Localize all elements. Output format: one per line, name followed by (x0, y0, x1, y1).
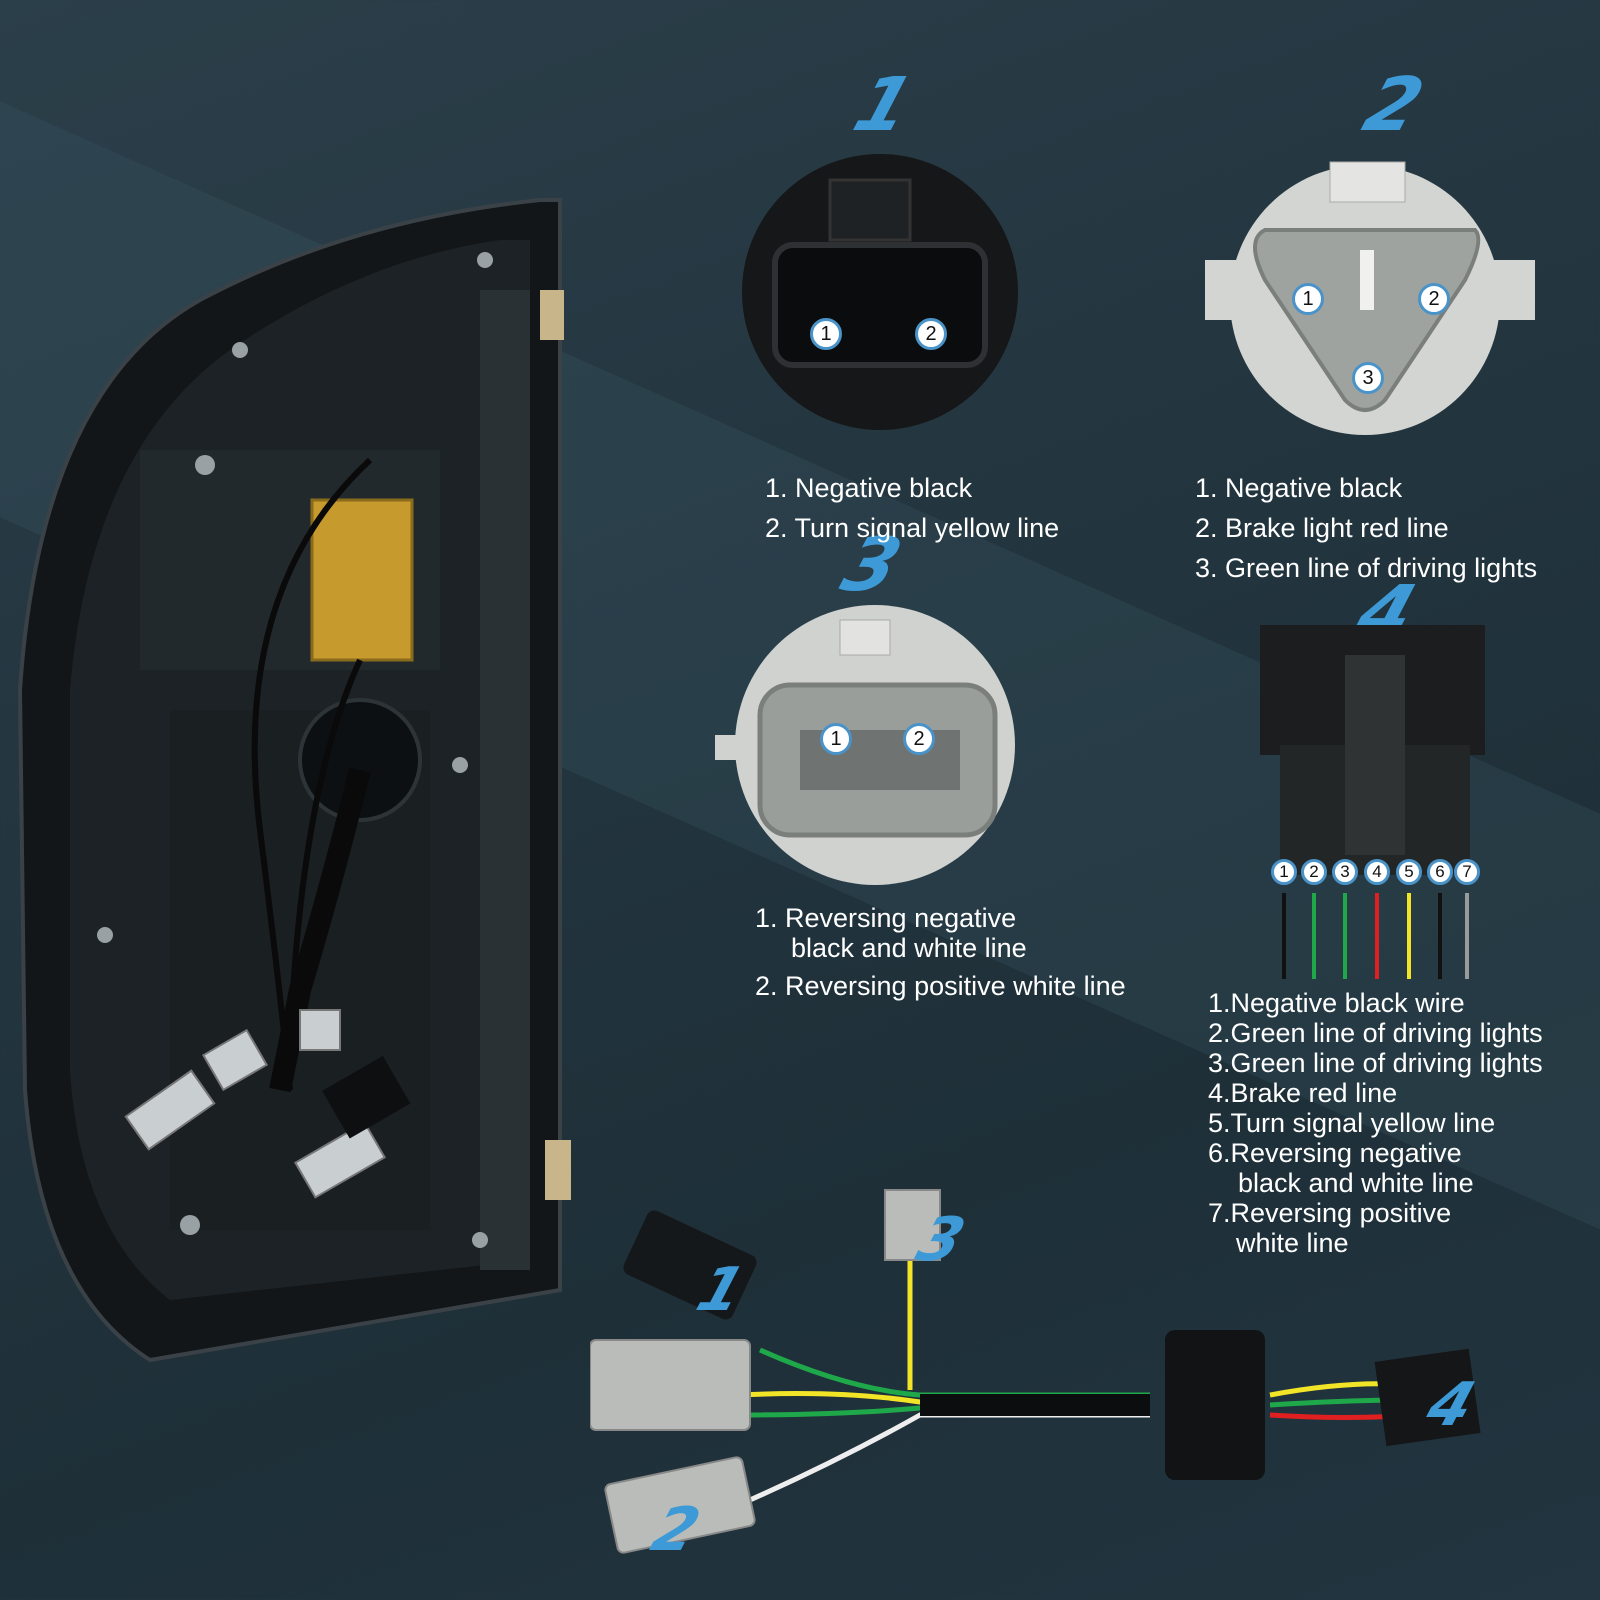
connector-2-pin-3: 3 (1352, 362, 1384, 394)
connector-4-pin-2: 2 (1301, 859, 1327, 885)
legend-item: 1. Reversing negative (755, 903, 1017, 933)
connector-3-legend: 1. Reversing negative black and white li… (755, 903, 1126, 1001)
connector-2-pin-2: 2 (1418, 283, 1450, 315)
legend-item: 2. Turn signal yellow line (765, 513, 1060, 543)
connector-1-legend: 1. Negative black 2. Turn signal yellow … (765, 468, 1059, 548)
connector-4-pin-5: 5 (1396, 859, 1422, 885)
connector-1-pin-1: 1 (810, 318, 842, 350)
connector-2-image (1205, 161, 1535, 435)
legend-item: 3.Green line of driving lights (1208, 1048, 1543, 1078)
legend-item: 6.Reversing negative (1208, 1138, 1462, 1168)
connector-number-2: 2 (1354, 62, 1434, 148)
legend-item: 2. Reversing positive white line (755, 971, 1126, 1001)
legend-item: 2. Brake light red line (1195, 513, 1449, 543)
legend-item: 4.Brake red line (1208, 1078, 1398, 1108)
connector-4-wire-3 (1343, 893, 1347, 979)
connector-4-pin-6: 6 (1427, 859, 1453, 885)
connector-4-pin-4: 4 (1364, 859, 1390, 885)
connector-4-wire-1 (1282, 893, 1286, 979)
connector-4-image (1260, 625, 1485, 875)
connector-4-wire-2 (1312, 893, 1316, 979)
connector-4-pin-3: 3 (1332, 859, 1358, 885)
connector-4-wire-6 (1438, 893, 1442, 979)
legend-item-cont: black and white line (1238, 1168, 1474, 1198)
connector-2-pin-1: 1 (1292, 283, 1324, 315)
connector-3-pin-1: 1 (820, 723, 852, 755)
connector-4-legend: 1.Negative black wire 2.Green line of dr… (1208, 988, 1543, 1258)
legend-item-cont: white line (1236, 1228, 1349, 1258)
legend-item: 2.Green line of driving lights (1208, 1018, 1543, 1048)
connector-2-legend: 1. Negative black 2. Brake light red lin… (1195, 468, 1537, 588)
legend-item: 1. Negative black (765, 473, 973, 503)
legend-item: 7.Reversing positive (1208, 1198, 1452, 1228)
tail-light-image (17, 198, 571, 1363)
legend-item: 3. Green line of driving lights (1195, 553, 1538, 583)
connector-number-1: 1 (844, 62, 924, 148)
legend-item: 1.Negative black wire (1208, 988, 1465, 1018)
connector-4-wire-7 (1465, 893, 1469, 979)
connector-4-pin-7: 7 (1454, 859, 1480, 885)
legend-item-cont: black and white line (791, 933, 1027, 963)
connector-3-image (715, 605, 1015, 885)
connector-4-wire-4 (1375, 893, 1379, 979)
connector-4-pin-1: 1 (1271, 859, 1297, 885)
legend-item: 1. Negative black (1195, 473, 1403, 503)
connector-4-wire-5 (1407, 893, 1411, 979)
connector-1-pin-2: 2 (915, 318, 947, 350)
connector-1-image (742, 154, 1018, 430)
connector-3-pin-2: 2 (903, 723, 935, 755)
legend-item: 5.Turn signal yellow line (1208, 1108, 1496, 1138)
wiring-harness-image (590, 1189, 1481, 1554)
